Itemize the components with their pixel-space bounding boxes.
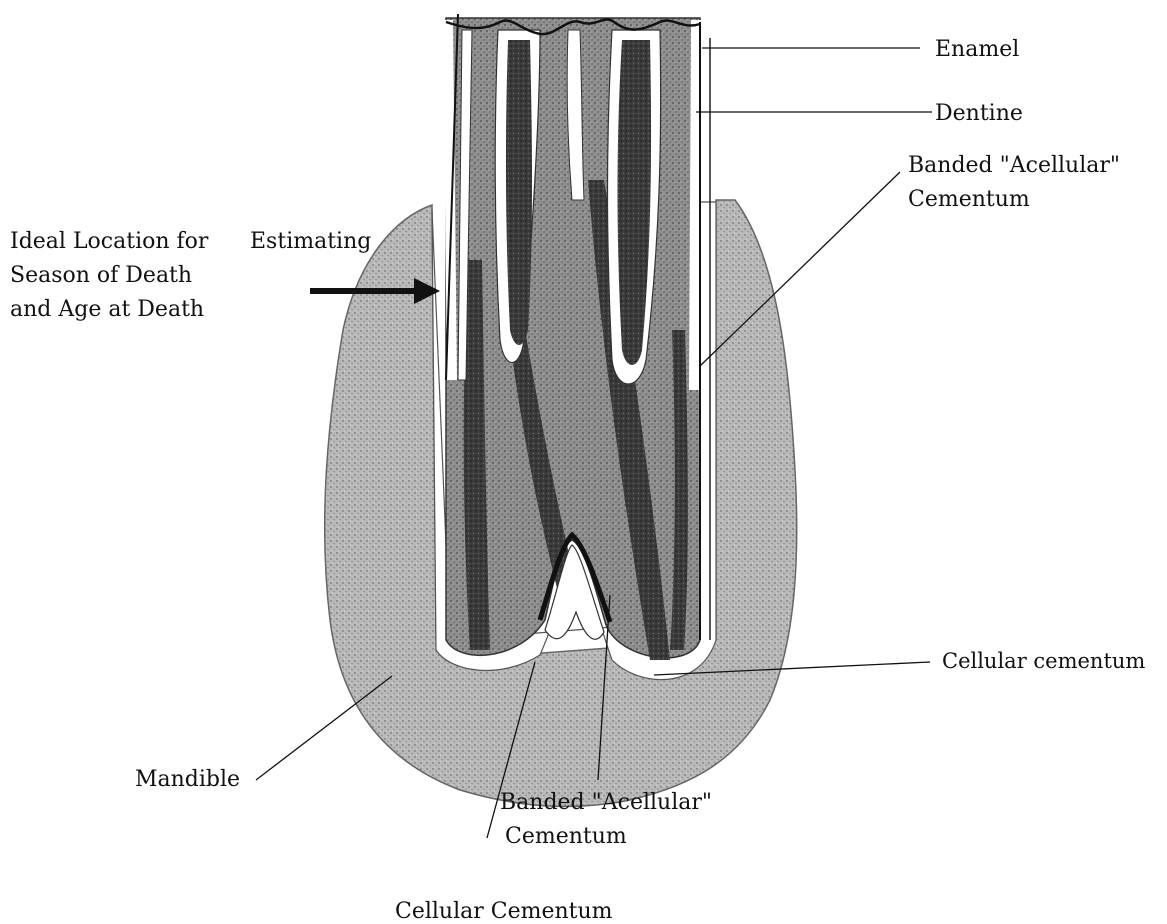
label-cellular-cementum-bottom: Cellular Cementum <box>395 899 613 924</box>
label-ideal-line1: Ideal Location for <box>10 229 209 254</box>
label-banded-bottom-line2: Cementum <box>505 824 627 849</box>
label-banded-bottom-line1: Banded "Acellular" <box>500 790 712 815</box>
label-ideal-line2: Season of Death <box>10 263 192 288</box>
label-dentine: Dentine <box>935 101 1023 126</box>
label-cellular-cementum-right: Cellular cementum <box>942 649 1145 673</box>
label-banded-top-line1: Banded "Acellular" <box>908 153 1120 178</box>
label-mandible: Mandible <box>135 767 240 792</box>
enamel-layer-right <box>694 20 696 390</box>
crown-lobe-left-core <box>506 40 532 345</box>
label-banded-top-line2: Cementum <box>908 187 1030 212</box>
label-enamel: Enamel <box>935 37 1019 62</box>
label-ideal-line3: and Age at Death <box>10 297 204 322</box>
label-ideal-line1b: Estimating <box>250 229 371 254</box>
